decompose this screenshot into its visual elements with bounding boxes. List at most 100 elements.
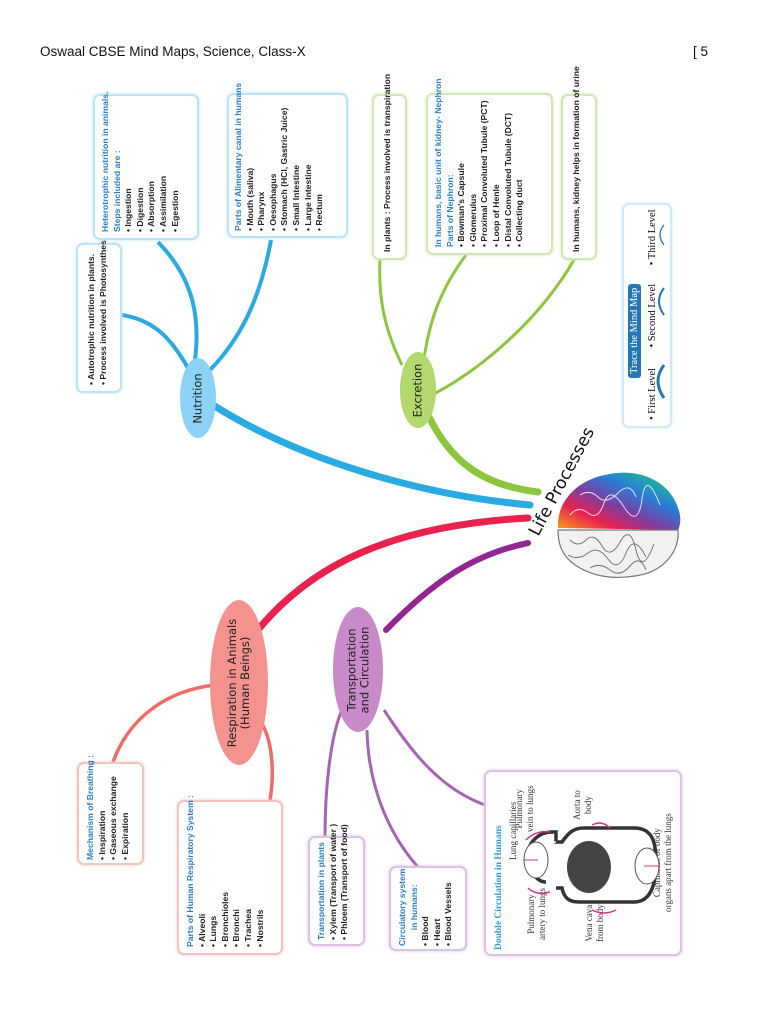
node-label: Excretion [410,363,425,417]
box-subtitle: Parts of Nephron: [444,174,455,247]
box-transportation-in-plants: Transportation in plants • Xylem (Transp… [308,824,365,946]
box-excretion-plants: In plants : Process involved is transpir… [372,74,407,260]
box-kidney-urine: In humans, kidney helps in formation of … [561,66,597,260]
list-item: • Gaseous exchange [108,776,119,860]
heart-icon [566,840,611,893]
box-circulatory-system: Circulatory system in humans: • Blood • … [389,866,467,951]
box-mechanism-of-breathing: Mechanism of Breathing : • Inspiration •… [77,755,144,865]
node-label: Respiration in Animals (Human Beings) [225,618,253,747]
second-level-arc-icon [658,287,665,316]
arrow-vena-cava [591,908,616,914]
box-title: Mechanism of Breathing : [85,754,95,860]
arrow-aorta [591,821,611,829]
list-item: • Digestion [134,187,145,232]
list-item: • Bronchioles [219,891,230,947]
list-item: • Bowman's Capsule [456,163,467,247]
arrow-pulmonary-vein [524,830,550,841]
box-title: Transportation in plants [316,842,326,940]
connector-transportation-double [382,709,489,808]
node-label: Transportation and Circulation [344,626,371,713]
list-item: • Heart [431,918,442,946]
list-item: • Collecting duct [514,179,525,247]
connector-excretion-main [424,411,542,496]
list-item: • Rectum [314,194,325,231]
brain-grey-half [557,529,679,578]
node-transportation: Transportation and Circulation [333,607,383,732]
list-item: • Lungs [208,915,219,947]
connector-excretion-kidney [431,257,577,397]
box-subtitle: in humans: [408,884,419,931]
node-respiration: Respiration in Animals (Human Beings) [210,600,268,765]
trace-mind-map-legend: Trace the Mind Map • First Level • Secon… [622,203,672,428]
brain-icon [557,472,681,578]
node-label: Nutrition [190,372,205,424]
box-title: In humans, basic unit of kidney- Nephron [433,78,443,247]
connector-respiration-breathing [111,683,216,763]
brain-color-folds [569,485,661,517]
connector-nutrition-alimentary [206,239,273,374]
list-item: • Glomerulus [467,193,478,247]
list-item: • Pharynx [256,191,267,231]
list-item: • Autotrophic nutrition in plants. [86,253,96,385]
arrow-pulmonary-artery [526,886,550,894]
list-item: • Expiration [119,812,130,860]
list-item: • Inspiration [96,810,107,860]
connector-respiration-main [246,514,532,644]
list-item: • Stomach (HCl, Gastric Juice) [279,107,290,231]
list-item: • Absorption [146,181,157,232]
box-nephron: In humans, basic unit of kidney- Nephron… [426,78,553,255]
node-label-line: and Circulation [357,626,371,713]
box-title: Parts of Alimentary canal in humans [233,82,243,231]
node-label-line: (Human Beings) [238,636,253,729]
node-nutrition: Nutrition [180,358,216,438]
box-text: In plants : Process involved is transpir… [382,73,392,252]
node-label-line: Respiration in Animals [225,618,240,747]
box-double-circulation: Double Circulation in Humans Lung capill… [484,770,682,956]
box-title: Circulatory system [397,868,407,946]
connector-nutrition-main [209,401,534,509]
connector-transportation-main [383,540,531,633]
list-item: • Process involved is Photosynthesis. [97,230,108,385]
box-title: Parts of Human Respiratory System : [185,795,195,947]
list-item: • Trachea [242,909,253,947]
box-title: Heterotrophic nutrition in animals. [100,91,110,232]
list-item: • Alveoli [196,913,207,947]
list-item: • Blood [420,916,431,946]
list-item: • Blood Vessels [443,882,454,946]
list-item: • Oesophagus [267,173,278,231]
connector-transportation-plants [323,711,343,837]
box-subtitle: Steps included are : [111,150,122,232]
list-item: • Large Intestine [302,164,313,231]
box-text: In humans, kidney helps in formation of … [571,66,581,252]
list-item: • Bronchi [231,909,242,947]
third-level-arc-icon [659,224,665,246]
book-title: Oswaal CBSE Mind Maps, Science, Class-X [40,44,306,59]
box-alimentary-canal: Parts of Alimentary canal in humans • Mo… [227,83,348,238]
list-item: • Distal Convoluted Tubule (DCT) [502,112,513,247]
list-item: • Small Intestine [290,164,301,231]
list-item: • Xylem (Transport of water ) [327,823,338,940]
connector-nutrition-heterotrophic [156,240,199,361]
list-item: • Assimilation [157,175,168,232]
connector-transportation-circulatory [365,729,420,868]
list-item: • Ingestion [123,188,134,232]
node-excretion: Excretion [400,352,436,428]
page-number: [ 5 [693,44,709,59]
first-level-arc-icon [656,364,666,399]
list-item: • Egestion [169,190,180,232]
connector-excretion-nephron [422,254,468,359]
brain-colored-half [557,472,681,530]
list-item: • Nostrils [254,909,265,947]
level-arc-icons [656,224,666,399]
list-item: • Loop of Henle [490,184,501,247]
brain-folds [567,534,655,574]
box-heterotrophic-nutrition: Heterotrophic nutrition in animals. Step… [93,91,199,240]
node-label-line: Transportation [344,627,358,712]
list-item: • Phloem (Transport of food) [339,824,350,940]
connector-excretion-plants [378,257,404,366]
list-item: • Proximal Convoluted Tubule (PCT) [479,100,490,247]
box-autotrophic-nutrition: • Autotrophic nutrition in plants. • Pro… [76,231,122,393]
box-human-respiratory-system: Parts of Human Respiratory System : • Al… [177,795,283,955]
connector-nutrition-autotrophic [121,313,190,369]
